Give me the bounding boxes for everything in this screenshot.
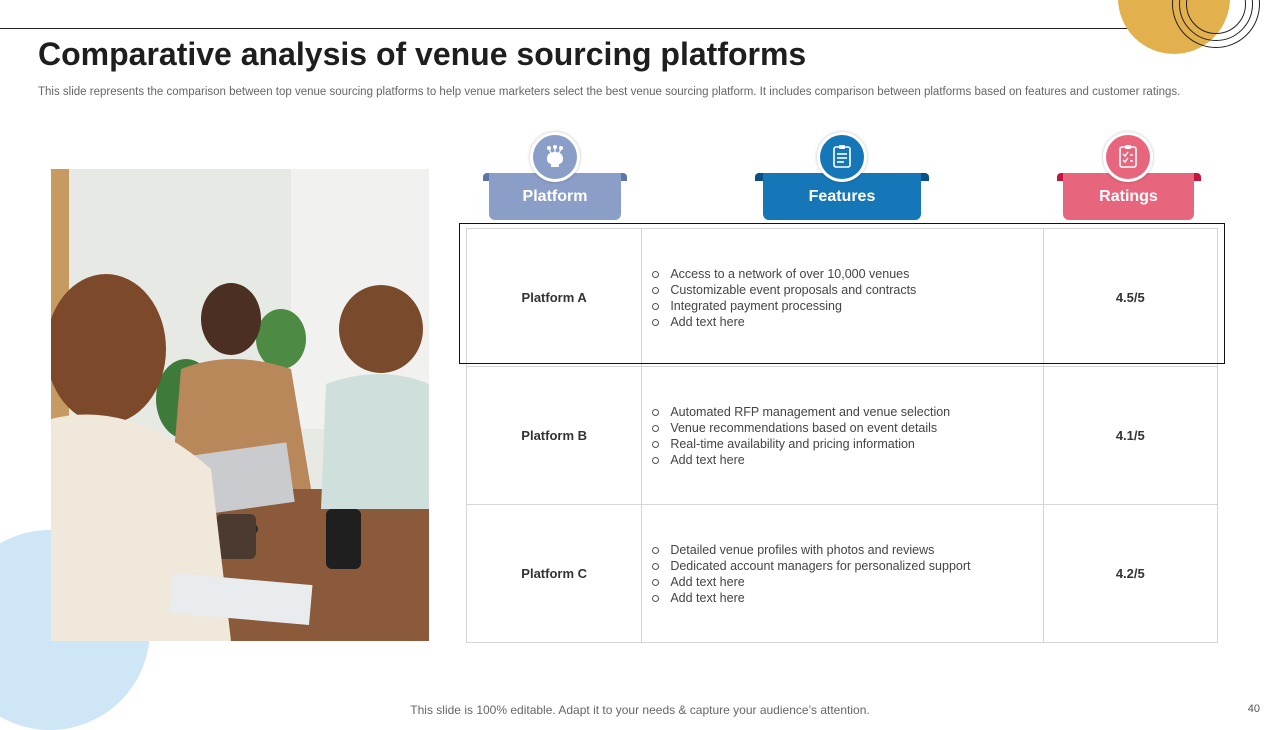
feature-item: Dedicated account managers for personali… xyxy=(650,558,1041,574)
feature-item: Add text here xyxy=(650,314,1041,330)
features-cell: Access to a network of over 10,000 venue… xyxy=(641,228,1044,367)
feature-item: Customizable event proposals and contrac… xyxy=(650,282,1041,298)
checklist-icon xyxy=(820,135,864,179)
table-row: Platform C Detailed venue profiles with … xyxy=(465,504,1219,643)
header-features-icon-wrap xyxy=(817,132,867,182)
feature-item: Detailed venue profiles with photos and … xyxy=(650,542,1041,558)
platform-name-cell: Platform C xyxy=(465,504,643,643)
comparison-table: Platform A Access to a network of over 1… xyxy=(465,228,1219,643)
meeting-photo xyxy=(51,169,429,641)
header-platform: Platform xyxy=(483,132,628,223)
feature-item: Real-time availability and pricing infor… xyxy=(650,436,1041,452)
feature-list: Automated RFP management and venue selec… xyxy=(650,404,1041,468)
header-features: Features xyxy=(755,132,930,223)
header-platform-icon-wrap xyxy=(530,132,580,182)
header-ratings-icon-wrap xyxy=(1103,132,1153,182)
feature-item: Add text here xyxy=(650,574,1041,590)
header-ratings: Ratings xyxy=(1057,132,1202,223)
rating-cell: 4.5/5 xyxy=(1042,228,1219,367)
platform-name-cell: Platform A xyxy=(465,228,643,367)
page-number: 40 xyxy=(1247,703,1260,715)
slide-title: Comparative analysis of venue sourcing p… xyxy=(38,36,807,72)
feature-item: Automated RFP management and venue selec… xyxy=(650,404,1041,420)
rating-cell: 4.2/5 xyxy=(1042,504,1219,643)
header-ratings-label: Ratings xyxy=(1063,173,1194,220)
features-cell: Automated RFP management and venue selec… xyxy=(641,366,1044,505)
table-row: Platform B Automated RFP management and … xyxy=(465,366,1219,505)
feature-item: Add text here xyxy=(650,590,1041,606)
rating-cell: 4.1/5 xyxy=(1042,366,1219,505)
feature-list: Access to a network of over 10,000 venue… xyxy=(650,266,1041,330)
table-row: Platform A Access to a network of over 1… xyxy=(465,228,1219,367)
feature-list: Detailed venue profiles with photos and … xyxy=(650,542,1041,606)
feature-item: Add text here xyxy=(650,452,1041,468)
header-platform-label: Platform xyxy=(489,173,621,220)
feature-item: Access to a network of over 10,000 venue… xyxy=(650,266,1041,282)
top-divider-line xyxy=(0,28,1180,29)
features-cell: Detailed venue profiles with photos and … xyxy=(641,504,1044,643)
feature-item: Integrated payment processing xyxy=(650,298,1041,314)
feature-item: Venue recommendations based on event det… xyxy=(650,420,1041,436)
platform-name-cell: Platform B xyxy=(465,366,643,505)
slide-subtitle: This slide represents the comparison bet… xyxy=(38,86,1181,98)
network-head-icon xyxy=(533,135,577,179)
clipboard-check-icon xyxy=(1106,135,1150,179)
footer-note: This slide is 100% editable. Adapt it to… xyxy=(410,703,870,717)
